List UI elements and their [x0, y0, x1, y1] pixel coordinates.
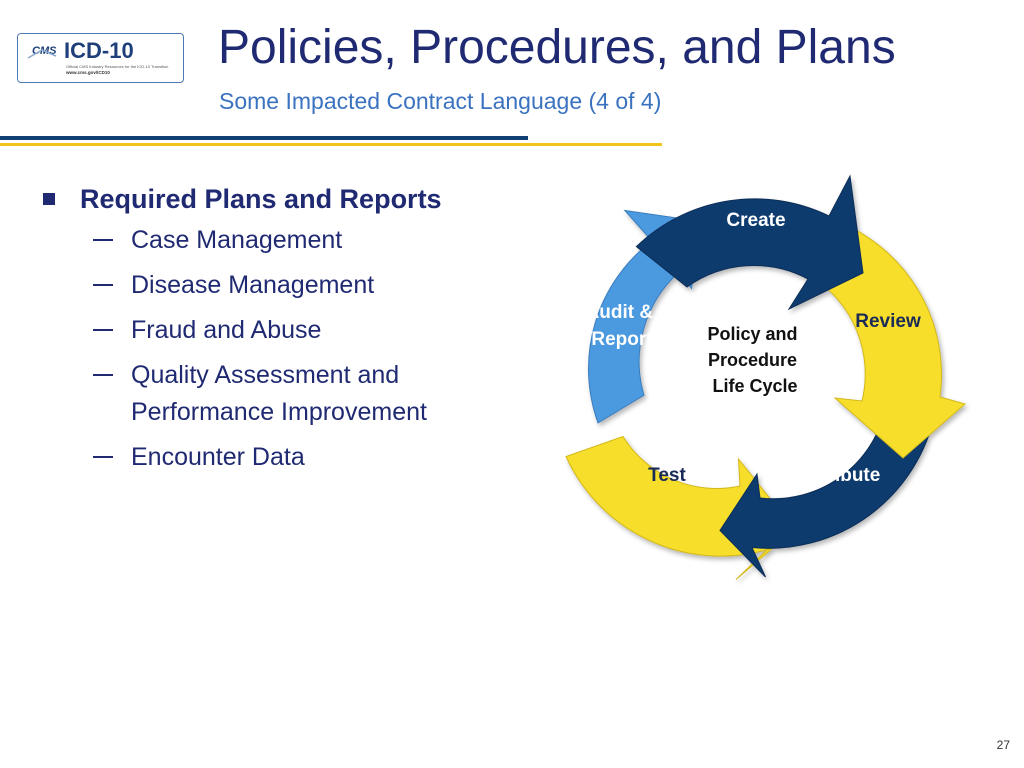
cycle-center-label: Policy and Procedure Life Cycle [707, 324, 802, 396]
dash-bullet-icon [93, 456, 113, 458]
sub-bullet-line: Case Management [131, 226, 343, 254]
bullet-content: Required Plans and Reports Case Manageme… [43, 182, 513, 484]
logo-name: ICD-10 [64, 38, 134, 63]
stage-label-review: Review [855, 311, 921, 332]
dash-bullet-icon [93, 329, 113, 331]
stage-label-create: Create [726, 210, 785, 231]
create-arrow [635, 174, 864, 311]
sub-bullet-line: Disease Management [131, 271, 375, 299]
dash-bullet-icon [93, 284, 113, 286]
bullet-required-plans: Required Plans and Reports [43, 182, 513, 216]
stage-label-audit-report: Audit & Report [586, 302, 659, 350]
stage-label-distribute: Distribute [792, 465, 881, 486]
bullet-heading: Required Plans and Reports [80, 184, 442, 214]
logo-tagline: Official CMS Industry Resources for the … [66, 64, 168, 69]
slide-subtitle: Some Impacted Contract Language (4 of 4) [219, 88, 662, 114]
stage-label-line: Audit & [586, 302, 654, 323]
sub-bullet-list: Case Management Disease Management Fraud… [43, 222, 513, 476]
icd10-logo: CMS ICD-10 Official CMS Industry Resourc… [17, 33, 184, 83]
sub-bullet-line: Encounter Data [131, 443, 305, 471]
sub-bullet-item: Fraud and Abuse [43, 312, 513, 349]
sub-bullet-item: Quality Assessment and Performance Impro… [43, 357, 513, 431]
distribute-arrow [719, 399, 936, 578]
square-bullet-icon [43, 193, 55, 205]
stage-label-test: Test [648, 465, 686, 486]
sub-bullet-line: Performance Improvement [131, 398, 427, 426]
title-rule-yellow [0, 143, 662, 146]
sub-bullet-item: Disease Management [43, 267, 513, 304]
policy-life-cycle-diagram: Policy and Procedure Life Cycle Create R… [565, 174, 967, 580]
dash-bullet-icon [93, 374, 113, 376]
logo-url: www.cms.gov/ICD10 [65, 70, 110, 75]
cycle-center-line: Life Cycle [712, 376, 797, 396]
sub-bullet-item: Encounter Data [43, 439, 513, 476]
sub-bullet-item: Case Management [43, 222, 513, 259]
cycle-center-line: Procedure [708, 350, 797, 370]
title-rule-blue [0, 136, 528, 140]
slide-title: Policies, Procedures, and Plans [218, 21, 896, 74]
dash-bullet-icon [93, 239, 113, 241]
stage-label-line: Report [591, 329, 653, 350]
cycle-center-line: Policy and [707, 324, 797, 344]
page-number: 27 [996, 738, 1010, 752]
sub-bullet-line: Fraud and Abuse [131, 316, 322, 344]
sub-bullet-line: Quality Assessment and [131, 361, 400, 389]
